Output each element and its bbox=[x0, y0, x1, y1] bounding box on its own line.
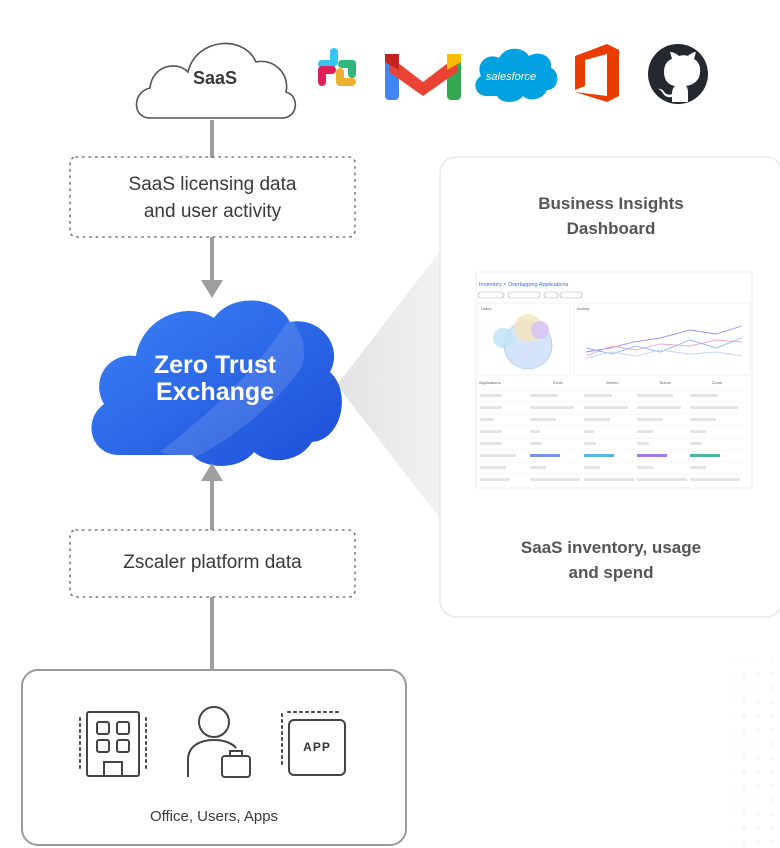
zte-line-1: Zero Trust bbox=[153, 351, 277, 379]
dashboard-title: Business Insights Dashboard bbox=[450, 191, 772, 241]
app-window-icon bbox=[281, 711, 346, 776]
app-badge-label: APP bbox=[303, 740, 331, 754]
dashboard-caption-line-1: SaaS inventory, usage bbox=[520, 538, 702, 557]
screenshot-breadcrumb: Inventory > Overlapping Applications bbox=[479, 282, 569, 288]
dashboard-caption-line-2: and spend bbox=[568, 563, 654, 582]
screenshot-col-webex: Webex bbox=[606, 380, 618, 385]
arrow-down-head bbox=[201, 280, 223, 298]
licensing-line-2: and user activity bbox=[143, 201, 282, 222]
dashboard-beam bbox=[337, 250, 441, 520]
zte-swoosh bbox=[160, 318, 305, 460]
building-icon bbox=[79, 711, 147, 777]
screenshot-col-applications: Applications bbox=[479, 380, 501, 385]
screenshot-users-panel-title: Users bbox=[481, 306, 491, 311]
screenshot-col-excel: Excel bbox=[553, 380, 563, 385]
zero-trust-exchange-cloud bbox=[91, 300, 342, 466]
salesforce-logo-text: salesforce bbox=[486, 71, 536, 83]
dashboard-caption: SaaS inventory, usage and spend bbox=[450, 535, 772, 585]
sources-box-label: Office, Users, Apps bbox=[149, 808, 279, 825]
background-dot-texture bbox=[730, 660, 780, 848]
zte-label: Zero Trust Exchange bbox=[120, 352, 310, 406]
slack-icon bbox=[318, 48, 356, 86]
screenshot-activity-panel-title: Activity bbox=[577, 306, 590, 311]
dashboard-screenshot: Inventory > Overlapping Applications Use… bbox=[475, 271, 753, 489]
sources-box bbox=[21, 669, 407, 846]
licensing-line-1: SaaS licensing data bbox=[128, 174, 297, 195]
platform-box-label: Zscaler platform data bbox=[123, 552, 302, 573]
saas-cloud bbox=[135, 42, 297, 119]
licensing-box-text: SaaS licensing data and user activity bbox=[72, 171, 353, 225]
screenshot-col-teams: Teams bbox=[659, 380, 671, 385]
user-with-briefcase-icon bbox=[187, 706, 251, 778]
dashboard-title-line-2: Dashboard bbox=[566, 219, 656, 238]
github-icon bbox=[648, 44, 708, 104]
dashboard-title-line-1: Business Insights bbox=[538, 194, 684, 213]
screenshot-col-zoom: Zoom bbox=[712, 380, 723, 385]
saas-cloud-label: SaaS bbox=[192, 68, 238, 88]
gmail-icon bbox=[385, 54, 461, 100]
office-icon bbox=[575, 44, 619, 102]
arrow-up-head bbox=[201, 463, 223, 481]
zte-line-2: Exchange bbox=[155, 378, 275, 406]
salesforce-icon: salesforce bbox=[475, 48, 558, 102]
